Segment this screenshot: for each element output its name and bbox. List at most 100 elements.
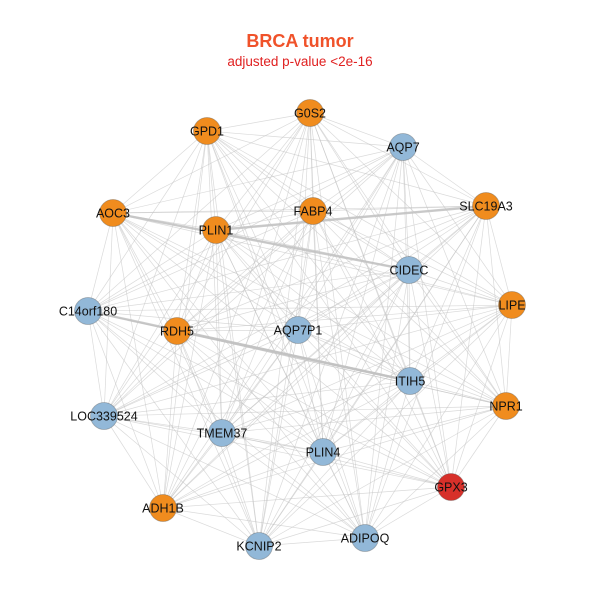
edge-GPD1-LOC339524 <box>103 130 208 417</box>
edge-PLIN1-ADH1B <box>162 229 217 509</box>
edge-AOC3-GPX3 <box>112 212 452 488</box>
edge-TMEM37-PLIN4 <box>221 432 324 453</box>
edge-TMEM37-ADIPOQ <box>221 432 366 539</box>
edge-RDH5-PLIN4 <box>176 330 324 453</box>
edge-AQP7-ADH1B <box>162 146 404 509</box>
edge-GPD1-AQP7P1 <box>206 130 299 331</box>
edge-GPD1-GPX3 <box>206 130 452 488</box>
edge-G0S2-ADH1B <box>162 112 311 509</box>
node-SLC19A3: SLC19A3 <box>459 192 513 220</box>
edge-PLIN1-C14orf180 <box>87 229 217 312</box>
edge-AQP7-GPX3 <box>402 146 452 488</box>
edge-GPD1-TMEM37 <box>206 130 223 434</box>
thick-edge-C14orf180-ITIH5 <box>87 309 411 383</box>
node-circle-LOC339524 <box>90 402 118 430</box>
edge-C14orf180-TMEM37 <box>87 310 223 434</box>
node-CIDEC: CIDEC <box>390 256 428 284</box>
edge-FABP4-AQP7P1 <box>297 210 314 331</box>
edge-PLIN1-ITIH5 <box>215 229 411 382</box>
edge-GPD1-AOC3 <box>112 130 208 214</box>
edge-TMEM37-ADH1B <box>162 432 223 509</box>
edge-AQP7-RDH5 <box>176 146 404 332</box>
edge-AQP7-ADIPOQ <box>364 146 404 539</box>
edge-FABP4-C14orf180 <box>87 210 314 312</box>
node-circle-FABP4 <box>299 197 327 225</box>
node-label-KCNIP2: KCNIP2 <box>236 540 281 554</box>
node-AQP7P1: AQP7P1 <box>274 316 322 344</box>
edge-AOC3-PLIN4 <box>112 212 324 453</box>
edge-AQP7-KCNIP2 <box>258 146 404 547</box>
edge-LIPE-ADH1B <box>162 304 513 509</box>
edge-ITIH5-GPX3 <box>409 380 452 488</box>
node-LIPE: LIPE <box>498 291 526 319</box>
edge-LIPE-GPX3 <box>450 304 513 488</box>
node-circle-ADIPOQ <box>351 524 379 552</box>
edge-SLC19A3-LOC339524 <box>103 205 487 417</box>
edge-GPX3-ADIPOQ <box>364 486 452 539</box>
edge-ITIH5-PLIN4 <box>322 380 411 453</box>
edge-PLIN1-LOC339524 <box>103 229 217 417</box>
edge-GPD1-NPR1 <box>206 130 507 407</box>
edge-TMEM37-GPX3 <box>221 432 452 488</box>
edge-C14orf180-LOC339524 <box>87 310 105 417</box>
edge-ITIH5-ADIPOQ <box>364 380 411 539</box>
edge-SLC19A3-RDH5 <box>176 205 487 332</box>
plot-title: BRCA tumor <box>246 31 353 51</box>
node-ADH1B: ADH1B <box>142 494 184 522</box>
edge-GPX3-KCNIP2 <box>258 486 452 547</box>
edge-AQP7P1-ADH1B <box>162 329 299 509</box>
edge-SLC19A3-C14orf180 <box>87 205 487 312</box>
edge-GPD1-PLIN1 <box>206 130 217 231</box>
node-RDH5: RDH5 <box>160 317 194 345</box>
node-label-LIPE: LIPE <box>498 299 525 313</box>
node-circle-KCNIP2 <box>245 532 273 560</box>
edge-AOC3-ADIPOQ <box>112 212 366 539</box>
node-label-ITIH5: ITIH5 <box>395 375 426 389</box>
edge-RDH5-AQP7P1 <box>176 329 299 332</box>
edge-LOC339524-GPX3 <box>103 415 452 488</box>
edge-C14orf180-GPX3 <box>87 310 452 488</box>
edge-AQP7P1-ITIH5 <box>297 329 411 382</box>
edge-SLC19A3-TMEM37 <box>221 205 487 434</box>
node-label-RDH5: RDH5 <box>160 325 194 339</box>
edge-ITIH5-NPR1 <box>409 380 507 407</box>
edge-GPX3-ADH1B <box>162 486 452 509</box>
node-G0S2: G0S2 <box>294 99 326 127</box>
edge-FABP4-RDH5 <box>176 210 314 332</box>
node-circle-GPD1 <box>193 117 221 145</box>
edge-LIPE-C14orf180 <box>87 304 513 312</box>
edge-AQP7-LIPE <box>402 146 513 306</box>
edge-GPD1-FABP4 <box>206 130 314 212</box>
edge-C14orf180-KCNIP2 <box>87 310 260 547</box>
edge-AQP7P1-NPR1 <box>297 329 507 407</box>
node-NPR1: NPR1 <box>489 392 523 420</box>
edge-G0S2-AOC3 <box>112 112 311 214</box>
edge-AOC3-AQP7P1 <box>112 212 299 331</box>
node-GPX3: GPX3 <box>434 473 468 501</box>
edge-SLC19A3-FABP4 <box>312 205 487 212</box>
edge-CIDEC-C14orf180 <box>87 269 410 312</box>
edge-ADH1B-KCNIP2 <box>162 507 260 547</box>
edge-TMEM37-KCNIP2 <box>221 432 260 547</box>
edge-G0S2-GPD1 <box>206 112 311 132</box>
edge-SLC19A3-ITIH5 <box>409 205 487 382</box>
edge-PLIN1-KCNIP2 <box>215 229 260 547</box>
node-label-SLC19A3: SLC19A3 <box>459 200 513 214</box>
edge-AOC3-FABP4 <box>112 210 314 214</box>
edge-CIDEC-ADIPOQ <box>364 269 410 539</box>
edge-AQP7P1-PLIN4 <box>297 329 324 453</box>
edge-ADH1B-ADIPOQ <box>162 507 366 539</box>
edge-G0S2-GPX3 <box>309 112 452 488</box>
thick-edge-AOC3-CIDEC <box>112 211 410 272</box>
node-circle-RDH5 <box>163 317 191 345</box>
edge-PLIN1-GPX3 <box>215 229 452 488</box>
node-circle-GPX3 <box>437 473 465 501</box>
node-circle-G0S2 <box>296 99 324 127</box>
edge-PLIN1-TMEM37 <box>215 229 223 434</box>
edge-RDH5-TMEM37 <box>176 330 223 434</box>
node-circle-ITIH5 <box>396 367 424 395</box>
edge-AQP7-C14orf180 <box>87 146 404 312</box>
node-circle-SLC19A3 <box>472 192 500 220</box>
node-label-G0S2: G0S2 <box>294 107 326 121</box>
